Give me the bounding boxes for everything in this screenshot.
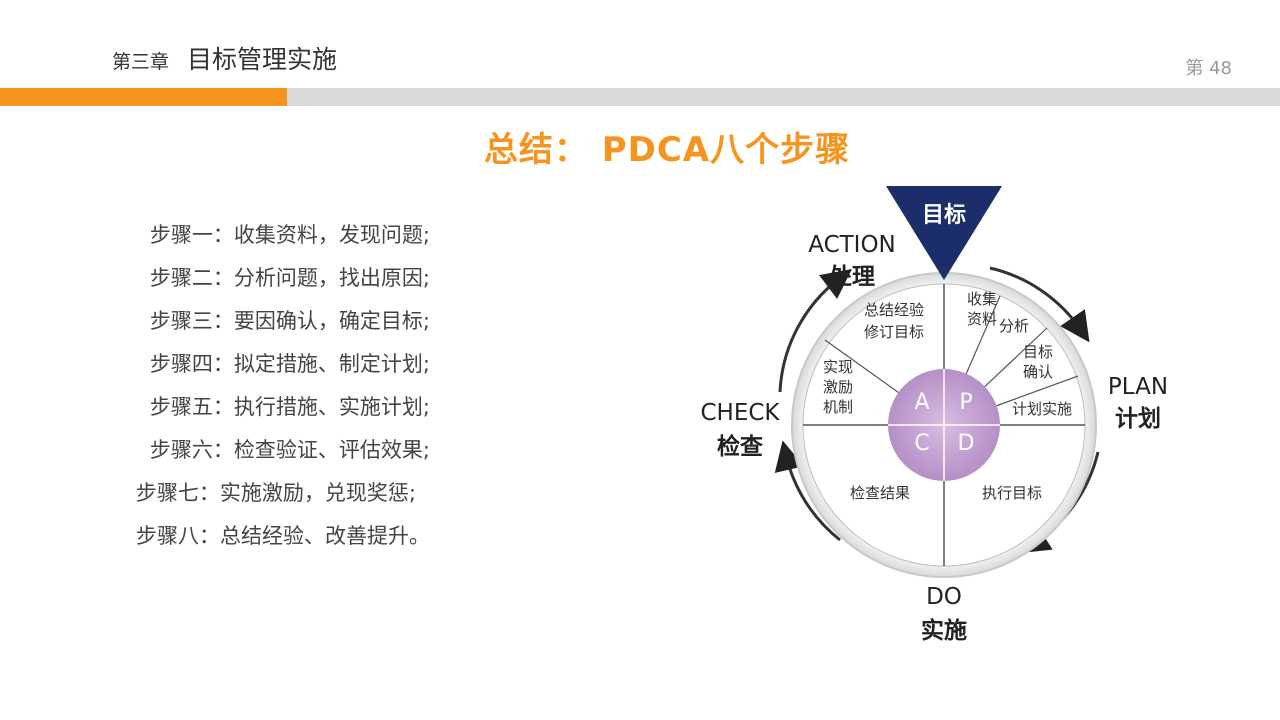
step-item: 步骤八：总结经验、改善提升。 xyxy=(136,524,430,548)
arrow-to-plan xyxy=(989,266,1090,343)
check-label-en: CHECK xyxy=(700,400,780,426)
chapter-title: 目标管理实施 xyxy=(187,45,338,74)
step-item: 步骤七：实施激励，兑现奖惩; xyxy=(135,481,416,505)
segment-execute-goal: 执行目标 xyxy=(982,484,1042,502)
segment-confirm-2: 确认 xyxy=(1023,363,1053,381)
letter-a: A xyxy=(914,390,929,415)
letter-p: P xyxy=(959,390,972,415)
action-label-en: ACTION xyxy=(808,232,896,258)
letter-c: C xyxy=(914,431,929,456)
segment-summary-1: 总结经验 xyxy=(864,301,924,319)
step-item: 步骤四：拟定措施、制定计划; xyxy=(149,352,430,376)
segment-collect-1: 收集 xyxy=(967,290,997,308)
arrow-to-action xyxy=(778,268,852,393)
step-item: 步骤二：分析问题，找出原因; xyxy=(149,266,430,290)
action-label-cn: 处理 xyxy=(828,264,875,290)
letter-d: D xyxy=(958,431,975,456)
page-number: 第 48 xyxy=(1185,58,1232,79)
segment-check-result: 检查结果 xyxy=(850,484,910,502)
segment-incentive-1: 实现 xyxy=(823,358,853,376)
segment-analyze: 分析 xyxy=(999,317,1029,335)
do-label-cn: 实施 xyxy=(921,617,967,644)
arrow-to-check xyxy=(774,440,841,542)
slide-title: 总结： PDCA八个步骤 xyxy=(483,130,851,170)
do-label-en: DO xyxy=(926,584,962,610)
pdca-cycle-graphic: A P C D 目标 收集 资料 分析 目标 确认 计划实施 总结经验 修订目标… xyxy=(700,186,1168,644)
header-accent-bar xyxy=(0,88,287,106)
steps-list: 步骤一：收集资料，发现问题; 步骤二：分析问题，找出原因; 步骤三：要因确认，确… xyxy=(0,214,430,558)
plan-label-en: PLAN xyxy=(1108,374,1168,400)
chapter-heading: 第三章 目标管理实施 xyxy=(112,40,337,76)
segment-incentive-2: 激励 xyxy=(823,378,853,396)
goal-label: 目标 xyxy=(922,202,966,228)
check-label-cn: 检查 xyxy=(717,433,763,460)
step-item: 步骤一：收集资料，发现问题; xyxy=(149,223,430,247)
chapter-label: 第三章 xyxy=(112,51,170,73)
step-item: 步骤五：执行措施、实施计划; xyxy=(149,395,430,419)
step-item: 步骤六：检查验证、评估效果; xyxy=(149,438,430,462)
header-divider-bar xyxy=(287,88,1280,106)
segment-confirm-1: 目标 xyxy=(1023,343,1053,361)
segment-summary-2: 修订目标 xyxy=(864,323,924,341)
segment-plan-implement: 计划实施 xyxy=(1012,400,1072,418)
step-item: 步骤三：要因确认，确定目标; xyxy=(149,309,430,333)
goal-triangle xyxy=(886,186,1002,280)
segment-incentive-3: 机制 xyxy=(823,398,853,416)
plan-label-cn: 计划 xyxy=(1115,406,1161,432)
pdca-diagram: A P C D 目标 收集 资料 分析 目标 确认 计划实施 总结经验 修订目标… xyxy=(680,180,1180,650)
segment-collect-2: 资料 xyxy=(967,310,997,328)
